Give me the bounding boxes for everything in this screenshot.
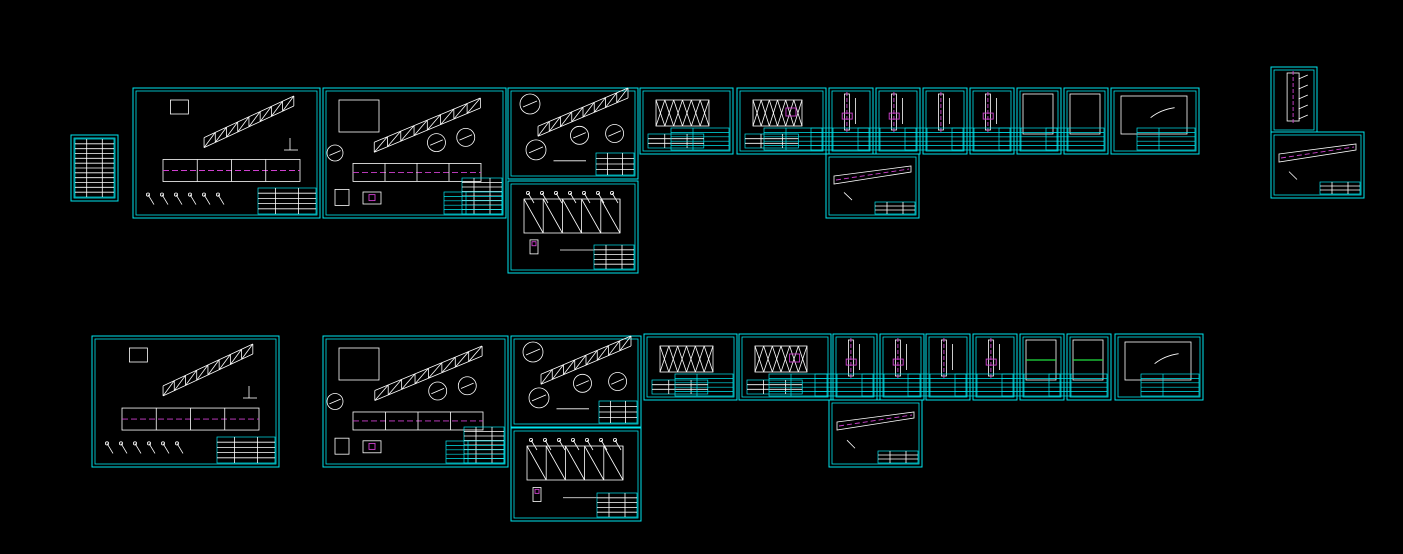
drawing-sheet-2[interactable] <box>132 87 321 219</box>
drawing-sheet-19[interactable] <box>322 335 509 468</box>
drawing-sheet-21[interactable] <box>510 427 642 522</box>
drawing-sheet-8[interactable] <box>810 87 874 155</box>
drawing-sheet-7[interactable] <box>736 87 827 155</box>
drawing-sheet-20[interactable] <box>510 335 642 428</box>
drawing-sheet-15[interactable] <box>825 153 920 219</box>
drawing-sheet-6[interactable] <box>639 87 734 155</box>
drawing-sheet-12[interactable] <box>998 87 1062 155</box>
drawing-sheet-22[interactable] <box>643 333 738 401</box>
drawing-sheet-24[interactable] <box>814 333 878 401</box>
drawing-sheet-18[interactable] <box>91 335 280 468</box>
drawing-sheet-10[interactable] <box>904 87 968 155</box>
drawing-sheet-27[interactable] <box>954 333 1018 401</box>
drawing-sheet-11[interactable] <box>951 87 1015 155</box>
drawing-sheet-4[interactable] <box>507 87 639 180</box>
drawing-sheet-26[interactable] <box>907 333 971 401</box>
drawing-sheet-1[interactable] <box>70 134 119 202</box>
drawing-sheet-29[interactable] <box>1048 333 1112 401</box>
drawing-sheet-14[interactable] <box>1110 87 1200 155</box>
drawing-sheet-3[interactable] <box>322 87 507 219</box>
drawing-sheet-31[interactable] <box>828 399 923 468</box>
drawing-sheet-30[interactable] <box>1114 333 1204 401</box>
drawing-sheet-5[interactable] <box>507 180 639 274</box>
drawing-sheet-17[interactable] <box>1270 131 1365 199</box>
drawing-sheet-23[interactable] <box>738 333 832 401</box>
drawing-sheet-25[interactable] <box>861 333 925 401</box>
drawing-sheet-16[interactable] <box>1270 66 1318 134</box>
drawing-sheet-13[interactable] <box>1045 87 1109 155</box>
